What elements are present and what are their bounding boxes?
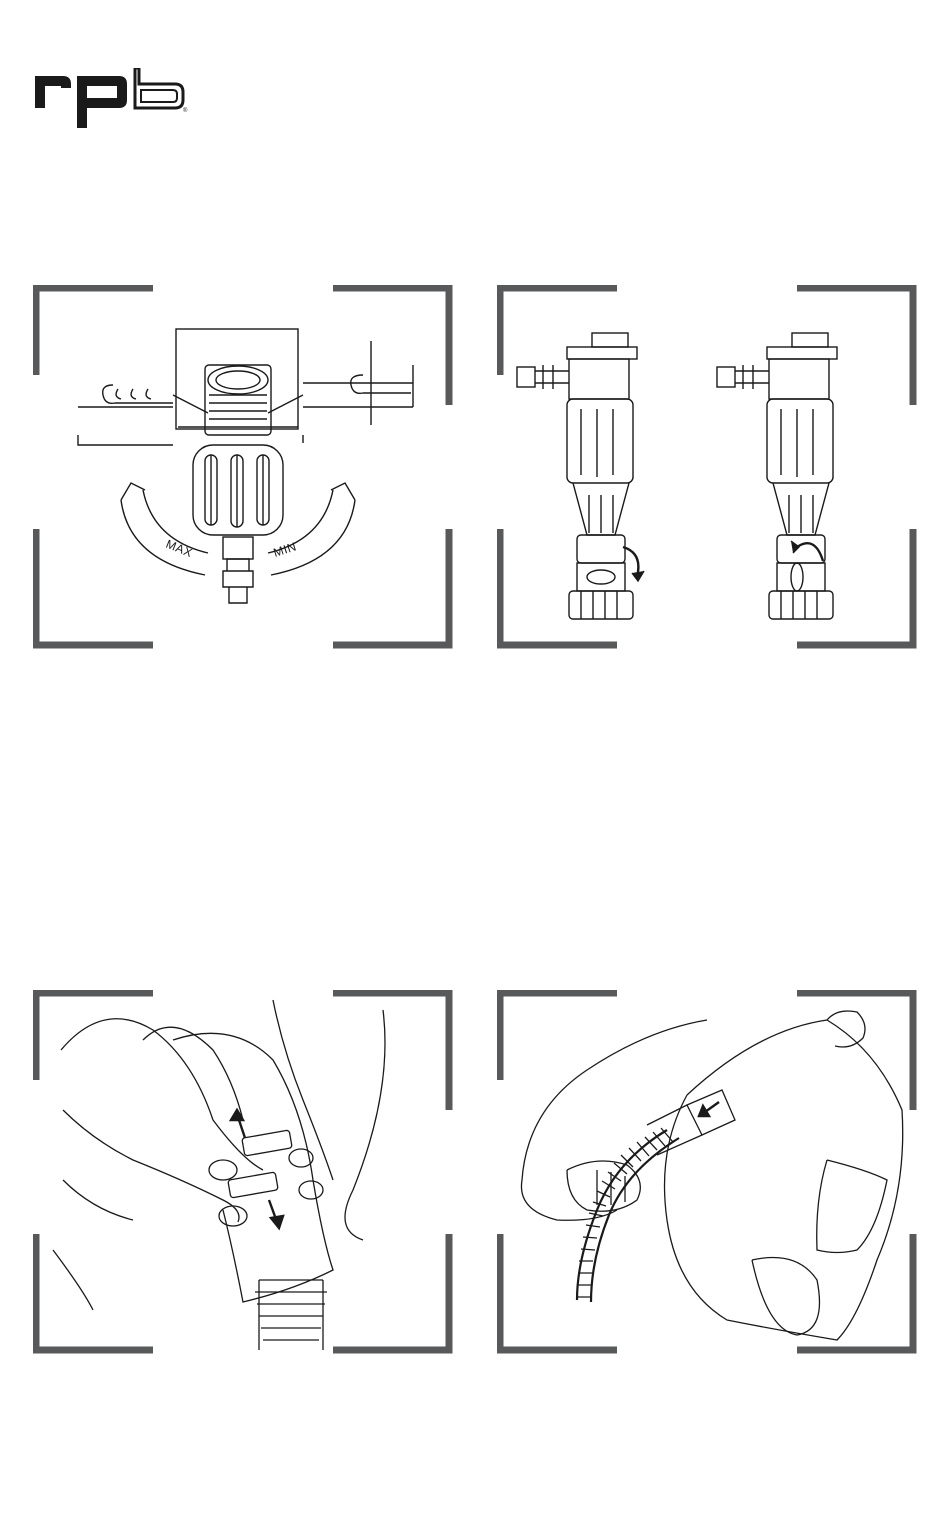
min-label: MIN: [272, 539, 299, 560]
panel-valve-positions: [497, 285, 917, 649]
valve-illustration: [497, 285, 917, 649]
panel-cover-fitting: [33, 990, 453, 1354]
max-label: MAX: [164, 537, 195, 560]
valve-open-unit: [517, 333, 644, 619]
hood-hose-illustration: [497, 990, 917, 1354]
rpb-logo: ®: [35, 68, 195, 130]
flow-regulator-illustration: MAX MIN: [33, 285, 453, 649]
valve-closed-unit: [717, 333, 837, 619]
hands-fitting-illustration: [33, 990, 453, 1354]
panel-adjust-flow: MAX MIN: [33, 285, 453, 649]
registered-mark: ®: [183, 107, 188, 114]
panel-hose-connection: [497, 990, 917, 1354]
